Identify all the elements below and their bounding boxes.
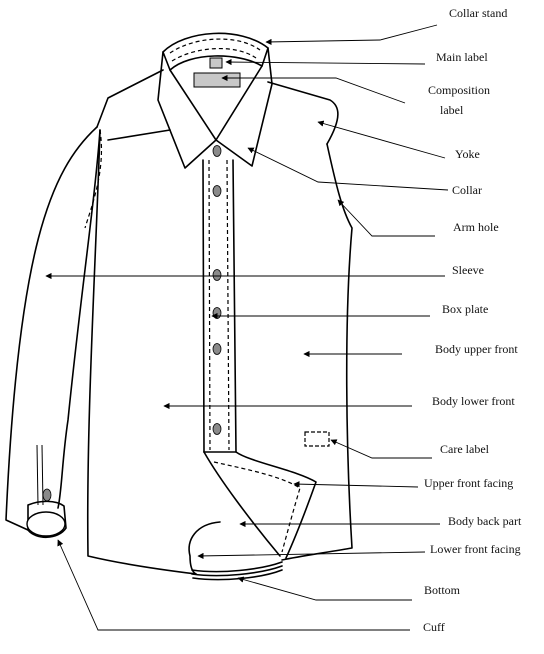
body-right-side: [281, 143, 353, 561]
shirt-illustration: [5, 32, 353, 581]
leader-composition-label: [221, 74, 406, 104]
collar-right: [215, 47, 273, 167]
leader-care-label: [330, 439, 432, 459]
body-left-side: [86, 129, 197, 575]
label-composition-line1: Composition: [428, 83, 490, 97]
composition-label-patch: [193, 72, 241, 88]
label-body-back-part: Body back part: [448, 514, 522, 528]
label-collar-stand: Collar stand: [449, 6, 507, 20]
button-4: [212, 307, 222, 319]
button-6: [212, 423, 222, 435]
right-shoulder: [267, 81, 339, 145]
label-body-upper-front: Body upper front: [435, 342, 518, 356]
left-shoulder: [96, 69, 164, 128]
labels: Collar stand Main label Composition labe…: [423, 6, 522, 634]
yoke-seam-left: [107, 129, 171, 141]
care-label-patch: [304, 431, 330, 447]
collar-left: [157, 51, 217, 169]
box-plate-stitch-l: [208, 159, 211, 451]
label-main-label: Main label: [436, 50, 488, 64]
cuff-button: [42, 488, 52, 502]
collar-stand-shape: [162, 32, 269, 71]
upper-front-facing-stitch: [213, 461, 301, 553]
label-cuff: Cuff: [423, 620, 445, 634]
box-plate-outer: [202, 159, 205, 453]
collar-stand-stitch: [169, 38, 261, 54]
button-1: [212, 145, 222, 157]
label-body-lower-front: Body lower front: [432, 394, 515, 408]
label-collar: Collar: [452, 183, 482, 197]
cuff-end: [26, 511, 66, 537]
leader-lower-front-facing: [197, 551, 426, 560]
main-label-patch: [209, 57, 223, 69]
label-upper-front-facing: Upper front facing: [424, 476, 513, 490]
cuff-shape: [27, 500, 67, 539]
leader-upper-front-facing: [293, 480, 419, 488]
label-composition-line2: label: [440, 103, 464, 117]
label-yoke: Yoke: [455, 147, 480, 161]
lower-front-facing: [188, 521, 221, 575]
bottom-hem-2: [191, 565, 283, 577]
collar-stand-stitch-2: [171, 48, 257, 62]
left-sleeve-inner: [57, 129, 101, 509]
left-armhole-dash: [84, 129, 103, 229]
leader-main-label: [225, 58, 426, 66]
box-plate-outer-r: [232, 159, 237, 453]
button-3: [212, 269, 222, 281]
leader-yoke: [317, 120, 446, 159]
leader-collar: [247, 147, 449, 191]
button-2: [212, 185, 222, 197]
left-sleeve-outer: [5, 126, 98, 531]
sleeve-placket: [36, 444, 39, 506]
label-lower-front-facing: Lower front facing: [430, 542, 521, 556]
leader-bottom: [237, 576, 412, 601]
label-bottom: Bottom: [424, 583, 461, 597]
label-sleeve: Sleeve: [452, 263, 484, 277]
leader-cuff: [57, 539, 410, 631]
label-care-label: Care label: [440, 442, 490, 456]
box-plate-stitch-r: [226, 159, 230, 451]
folded-front-edge: [203, 451, 281, 557]
leader-collar-stand: [265, 24, 438, 46]
upper-front-facing: [203, 451, 317, 559]
bottom-hem: [191, 561, 283, 573]
leader-arm-hole: [337, 199, 435, 237]
label-arm-hole: Arm hole: [453, 220, 499, 234]
leader-lines: [45, 24, 449, 631]
button-5: [212, 343, 222, 355]
label-box-plate: Box plate: [442, 302, 488, 316]
